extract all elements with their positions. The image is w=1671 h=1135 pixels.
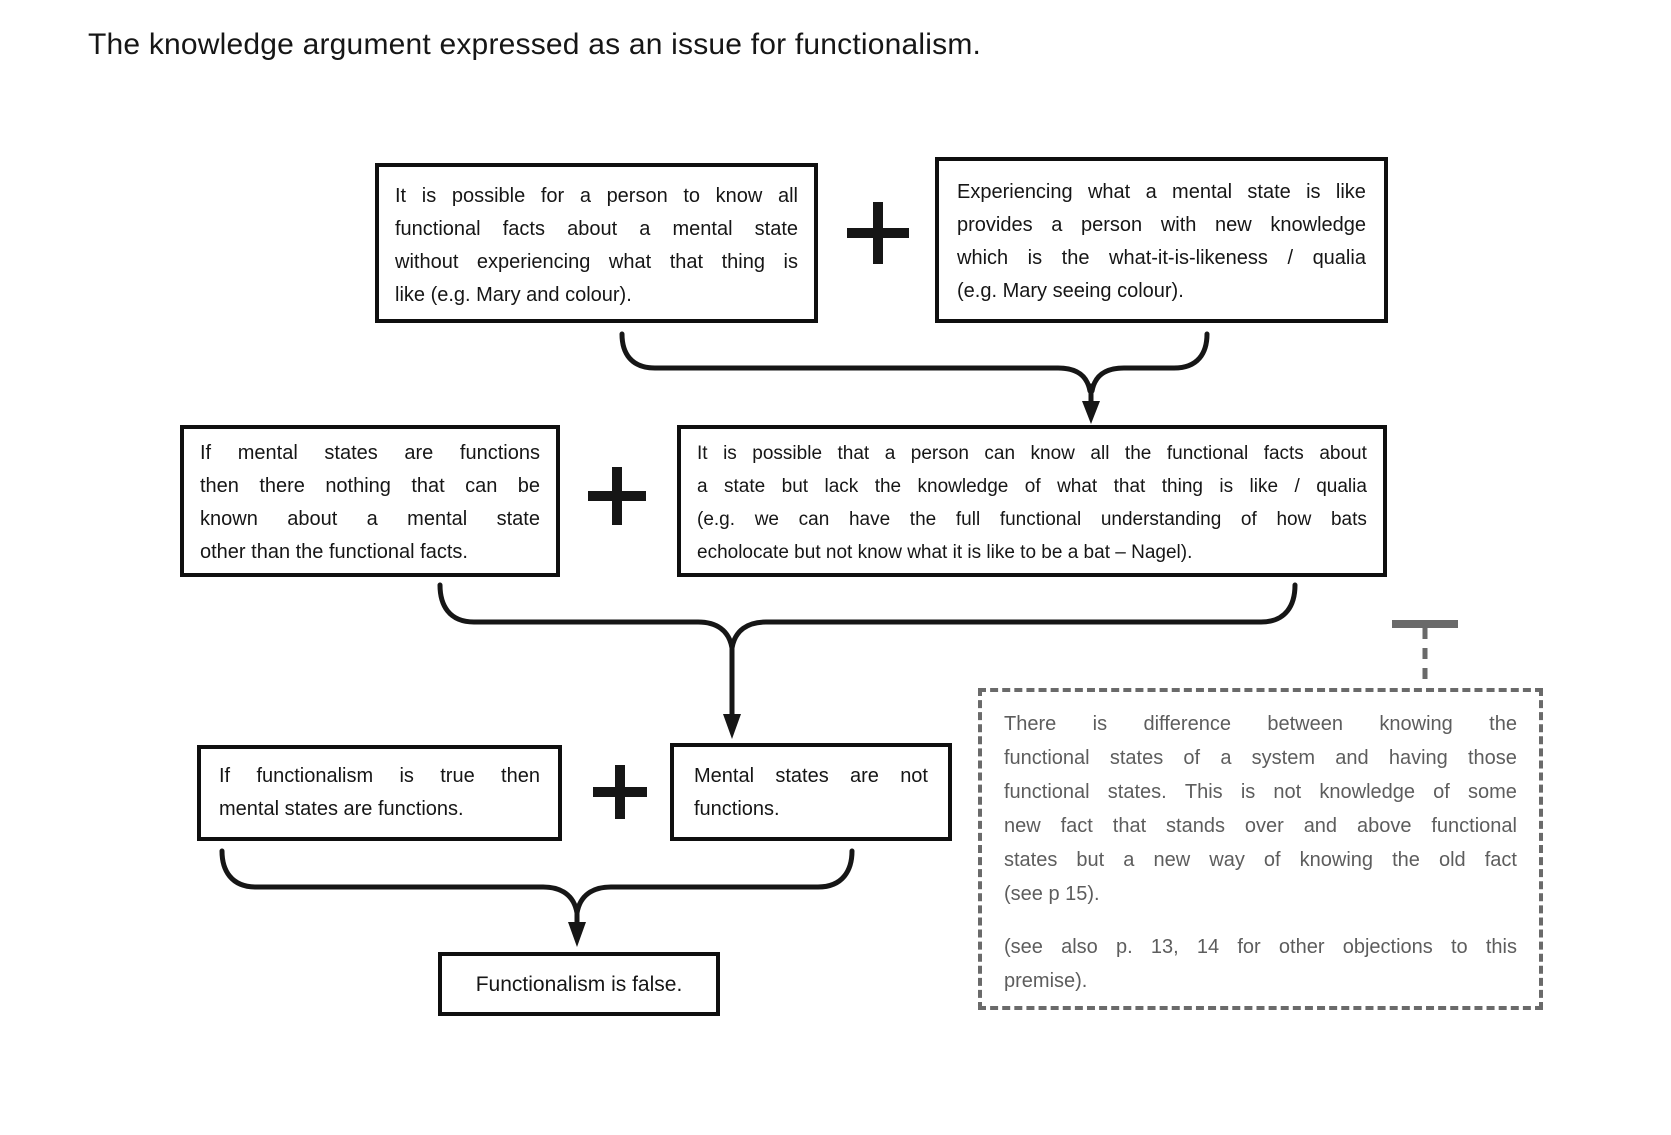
note-connector-dashed bbox=[1392, 620, 1458, 687]
conclusion-label: Functionalism is false. bbox=[475, 972, 683, 996]
arrow-down-icon bbox=[568, 922, 586, 947]
merge-connector-row3 bbox=[219, 848, 855, 947]
plus-icon bbox=[847, 202, 909, 264]
box-conclusion-functionalism-false: Functionalism is false. bbox=[438, 952, 720, 1016]
arrow-down-icon bbox=[723, 714, 741, 739]
merge-connector-row1 bbox=[619, 331, 1210, 424]
plus-icon bbox=[593, 765, 647, 819]
page-title: The knowledge argument expressed as an i… bbox=[88, 28, 982, 61]
arrow-down-icon bbox=[1082, 401, 1100, 424]
plus-icon bbox=[588, 467, 646, 525]
